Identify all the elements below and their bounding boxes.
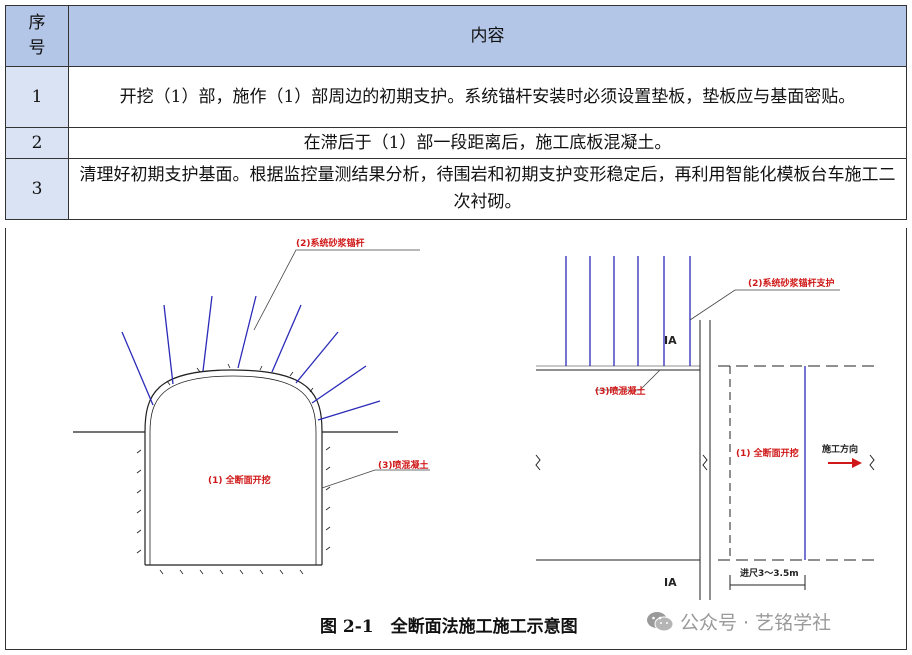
leaders-left — [253, 249, 430, 489]
advance-label: 进尺3～3.5m — [740, 569, 799, 579]
direction-label: 施工方向 — [822, 445, 859, 455]
watermark-text: 公众号 · 艺铭学社 — [680, 612, 832, 634]
cross-section — [73, 363, 398, 575]
left-shotcrete-label: (3)喷混凝土 — [378, 461, 429, 471]
row-text: 清理好初期支护基面。根据监控量测结果分析，待围岩和初期支护变形稳定后，再利用智能… — [68, 158, 907, 220]
header-no: 序号 — [5, 5, 69, 67]
section-label-top: IA — [664, 334, 677, 347]
figure-caption: 图 2-1 全断面法施工施工示意图 — [320, 617, 578, 637]
procedure-table: 序号 内容 1 开挖（1）部，施作（1）部周边的初期支护。系统锚杆安装时必须设置… — [5, 5, 907, 220]
break-mark-mid — [702, 454, 708, 471]
row-number: 3 — [5, 158, 69, 220]
break-mark-right — [869, 454, 875, 471]
tunnel-outline-inner — [149, 375, 317, 565]
section-label-bottom: IA — [664, 576, 677, 589]
longitudinal-section — [535, 320, 875, 600]
table-row: 3 清理好初期支护基面。根据监控量测结果分析，待围岩和初期支护变形稳定后，再利用… — [5, 158, 907, 220]
left-excavation-label: (1) 全断面开挖 — [208, 476, 271, 486]
row-text: 开挖（1）部，施作（1）部周边的初期支护。系统锚杆安装时必须设置垫板，垫板应与基… — [68, 66, 907, 128]
watermark: 公众号 · 艺铭学社 — [646, 608, 831, 635]
anchor-bolts-left — [121, 295, 381, 421]
break-mark-left — [535, 454, 541, 471]
header-content: 内容 — [68, 5, 907, 67]
row-number: 2 — [5, 127, 69, 159]
figure-box — [5, 228, 907, 650]
leaders-right — [595, 289, 840, 391]
table-row: 2 在滞后于（1）部一段距离后，施工底板混凝土。 — [5, 127, 907, 159]
wechat-icon — [647, 611, 674, 631]
right-anchor-label: (2)系统砂浆锚杆支护 — [748, 279, 835, 289]
table-row: 1 开挖（1）部，施作（1）部周边的初期支护。系统锚杆安装时必须设置垫板，垫板应… — [5, 66, 907, 128]
hatch-marks — [136, 363, 331, 575]
row-number: 1 — [5, 66, 69, 128]
direction-arrow — [828, 458, 862, 468]
tunnel-outline-outer — [144, 369, 323, 565]
table-header-row: 序号 内容 — [5, 5, 907, 67]
right-shotcrete-label: (3)喷混凝土 — [595, 387, 646, 397]
left-anchor-label: (2)系统砂浆锚杆 — [296, 239, 365, 249]
right-excavation-label: (1) 全断面开挖 — [736, 449, 799, 459]
row-text: 在滞后于（1）部一段距离后，施工底板混凝土。 — [68, 127, 907, 159]
anchor-bolts-right — [565, 256, 691, 366]
